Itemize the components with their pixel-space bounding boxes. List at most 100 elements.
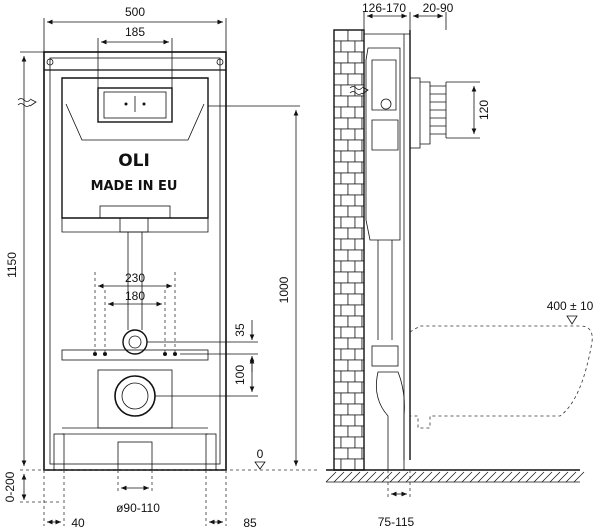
wall-tile (333, 29, 349, 42)
front-view: OLI MADE IN EU 500 (3, 5, 320, 530)
wall-tile (354, 348, 365, 361)
toilet-bowl-outline (409, 325, 593, 429)
wall-tile (333, 238, 342, 251)
level-triangle-icon (566, 315, 578, 325)
wall-tile (333, 161, 349, 174)
wall-tile (354, 326, 365, 339)
hatch-line (437, 471, 449, 483)
wall-tile (354, 172, 365, 185)
hatch-line (557, 471, 569, 483)
wall-tile (340, 260, 356, 273)
dim-plate: 185 (125, 25, 145, 39)
wall-tile (333, 139, 349, 152)
dim-35: 35 (233, 323, 247, 337)
wall-tile (333, 359, 349, 372)
wall-tile (340, 106, 356, 119)
wall-tile (333, 73, 349, 86)
wall-tile (340, 348, 356, 361)
wall-tile (333, 216, 342, 229)
wall-tile (354, 370, 365, 383)
hatch-line (453, 471, 465, 483)
crossbar (61, 349, 209, 361)
wall-tile (354, 106, 365, 119)
wall-tile (347, 73, 363, 86)
hatch-line (325, 471, 337, 483)
wall-tile (340, 436, 356, 449)
wall-tile (333, 62, 342, 75)
wall-tile (340, 40, 356, 53)
wall-tile (340, 414, 356, 427)
hatch-line (389, 471, 401, 483)
drain-profile (375, 371, 405, 471)
wall-tile (340, 194, 356, 207)
wall-tile (340, 150, 356, 163)
wall-tile (333, 205, 349, 218)
wall-tile (347, 51, 363, 64)
wall-tile (333, 51, 349, 64)
wall-tile (354, 216, 365, 229)
hatch-line (541, 471, 553, 483)
wall-tile (354, 304, 365, 317)
wall-tile (333, 150, 342, 163)
cistern-profile (365, 47, 401, 241)
hatch-line (445, 471, 457, 483)
hatch-line (517, 471, 529, 483)
wall-tile (333, 271, 349, 284)
wall-tile (333, 447, 349, 460)
wall-tile (354, 40, 365, 53)
dim-85: 85 (243, 516, 257, 530)
wall-tile (354, 238, 365, 251)
wall-tile (333, 381, 349, 394)
wall-tile (347, 139, 363, 152)
dim-width: 500 (125, 5, 145, 19)
dim-75-115: 75-115 (378, 515, 415, 529)
wall-tile (340, 392, 356, 405)
wall-tile (347, 337, 363, 350)
wall-tile (340, 128, 356, 141)
wall-tile (333, 106, 342, 119)
hatch-line (485, 471, 497, 483)
dim-100: 100 (233, 365, 247, 385)
hatch-line (549, 471, 561, 483)
wall-tile (333, 348, 342, 361)
dim-zero: 0 (257, 447, 264, 461)
wall-tile (333, 315, 349, 328)
wall-tile (340, 62, 356, 75)
wall-tile (340, 304, 356, 317)
hatch-line (525, 471, 537, 483)
wall-tile (354, 392, 365, 405)
wall-tiles (333, 29, 365, 471)
wall-tile (333, 458, 342, 471)
dim-height: 1150 (5, 252, 19, 278)
hatch-line (501, 471, 513, 483)
wall-tile (347, 403, 363, 416)
wall-tile (333, 84, 342, 97)
wall-tile (340, 216, 356, 229)
dim-floor: 0-200 (3, 471, 17, 502)
hatch-line (397, 471, 409, 483)
hatch-line (429, 471, 441, 483)
wall-tile (347, 227, 363, 240)
wall-tile (347, 117, 363, 130)
hatch-line (349, 471, 361, 483)
dim-180: 180 (125, 289, 145, 303)
wall-tile (354, 282, 365, 295)
dim-axis-height: 1000 (277, 276, 291, 303)
wall-tile (340, 282, 356, 295)
wall-tile (347, 95, 363, 108)
wall-tile (333, 337, 349, 350)
hatch-line (477, 471, 489, 483)
wall-tile (347, 381, 363, 394)
wall-tile (333, 436, 342, 449)
wall-tile (347, 359, 363, 372)
wall-tile (333, 293, 349, 306)
dim-bowl-height: 400 ± 10 (547, 299, 594, 313)
dim-40: 40 (71, 516, 85, 530)
wall-tile (354, 194, 365, 207)
wall-tile (347, 205, 363, 218)
wall-tile (340, 238, 356, 251)
wall-tile (347, 29, 363, 42)
wall-tile (347, 161, 363, 174)
wall-tile (354, 458, 365, 471)
